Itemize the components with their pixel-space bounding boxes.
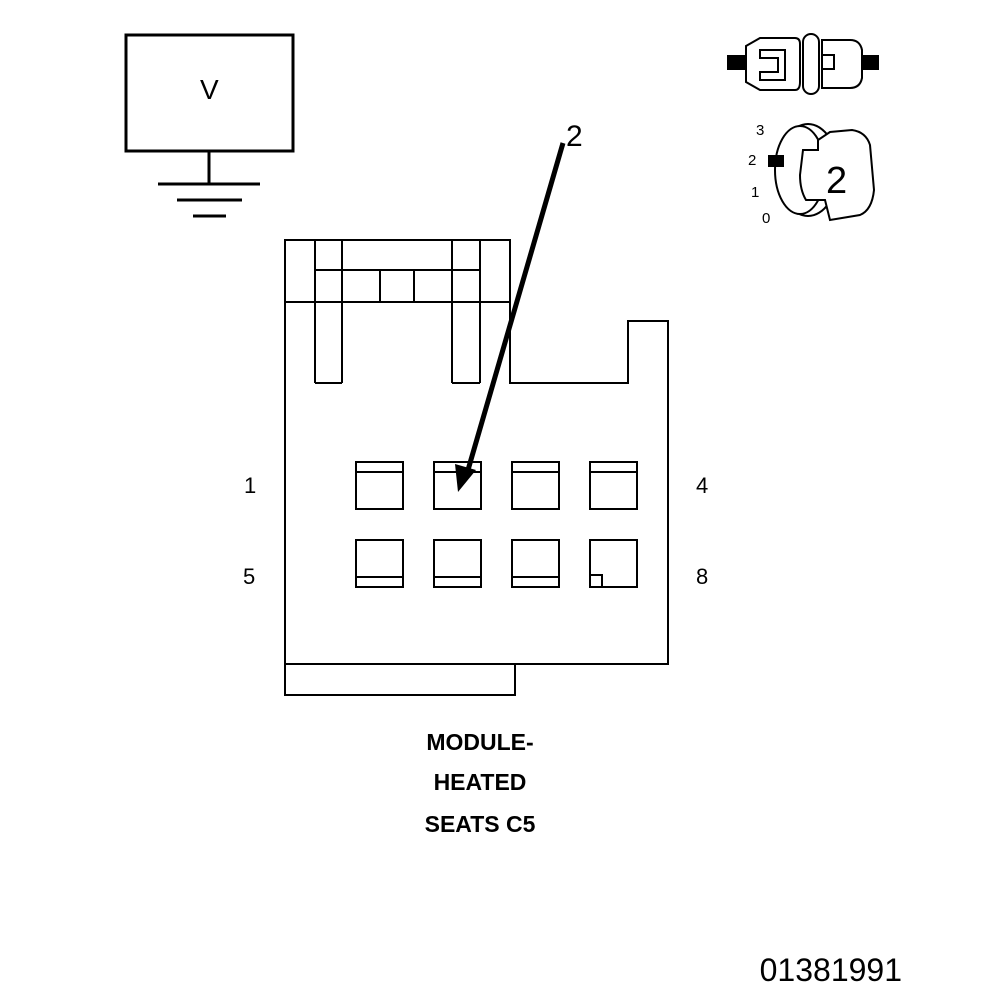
- connector-body: [284, 239, 669, 696]
- pin-label-top-right: 4: [696, 473, 709, 498]
- pin-cavity: [589, 539, 638, 588]
- voltmeter-ground-symbol: [124, 33, 295, 218]
- figure-number: 01381991: [759, 952, 902, 988]
- key-position-label: 1: [751, 184, 760, 201]
- inline-connector-icon: [727, 33, 879, 95]
- callout-arrow: [455, 142, 566, 492]
- connector-title-line: HEATED: [433, 769, 527, 795]
- pin-label-bottom-right: 8: [696, 564, 709, 589]
- key-position-label: 3: [756, 122, 765, 139]
- key-number: 2: [826, 160, 848, 202]
- connector-title-line: SEATS C5: [424, 811, 536, 837]
- pin-cavity: [355, 539, 404, 588]
- callout-number: 2: [566, 120, 583, 153]
- pin-cavity: [355, 461, 404, 510]
- pin-cavity: [589, 461, 638, 510]
- key-position-label: 0: [762, 210, 771, 227]
- pin-cavity: [511, 539, 560, 588]
- key-position-marker: [768, 155, 784, 167]
- pin-cavity: [433, 539, 482, 588]
- pin-label-bottom-left: 5: [243, 564, 256, 589]
- key-position-label: 2: [748, 152, 757, 169]
- connector-title-line: MODULE-: [426, 729, 534, 755]
- arrow-head: [455, 464, 476, 492]
- voltmeter-symbol: V: [200, 74, 219, 105]
- pin-label-top-left: 1: [244, 473, 257, 498]
- pin-cavities: [355, 461, 638, 588]
- key-switch-icon: [768, 123, 876, 222]
- pin-cavity: [511, 461, 560, 510]
